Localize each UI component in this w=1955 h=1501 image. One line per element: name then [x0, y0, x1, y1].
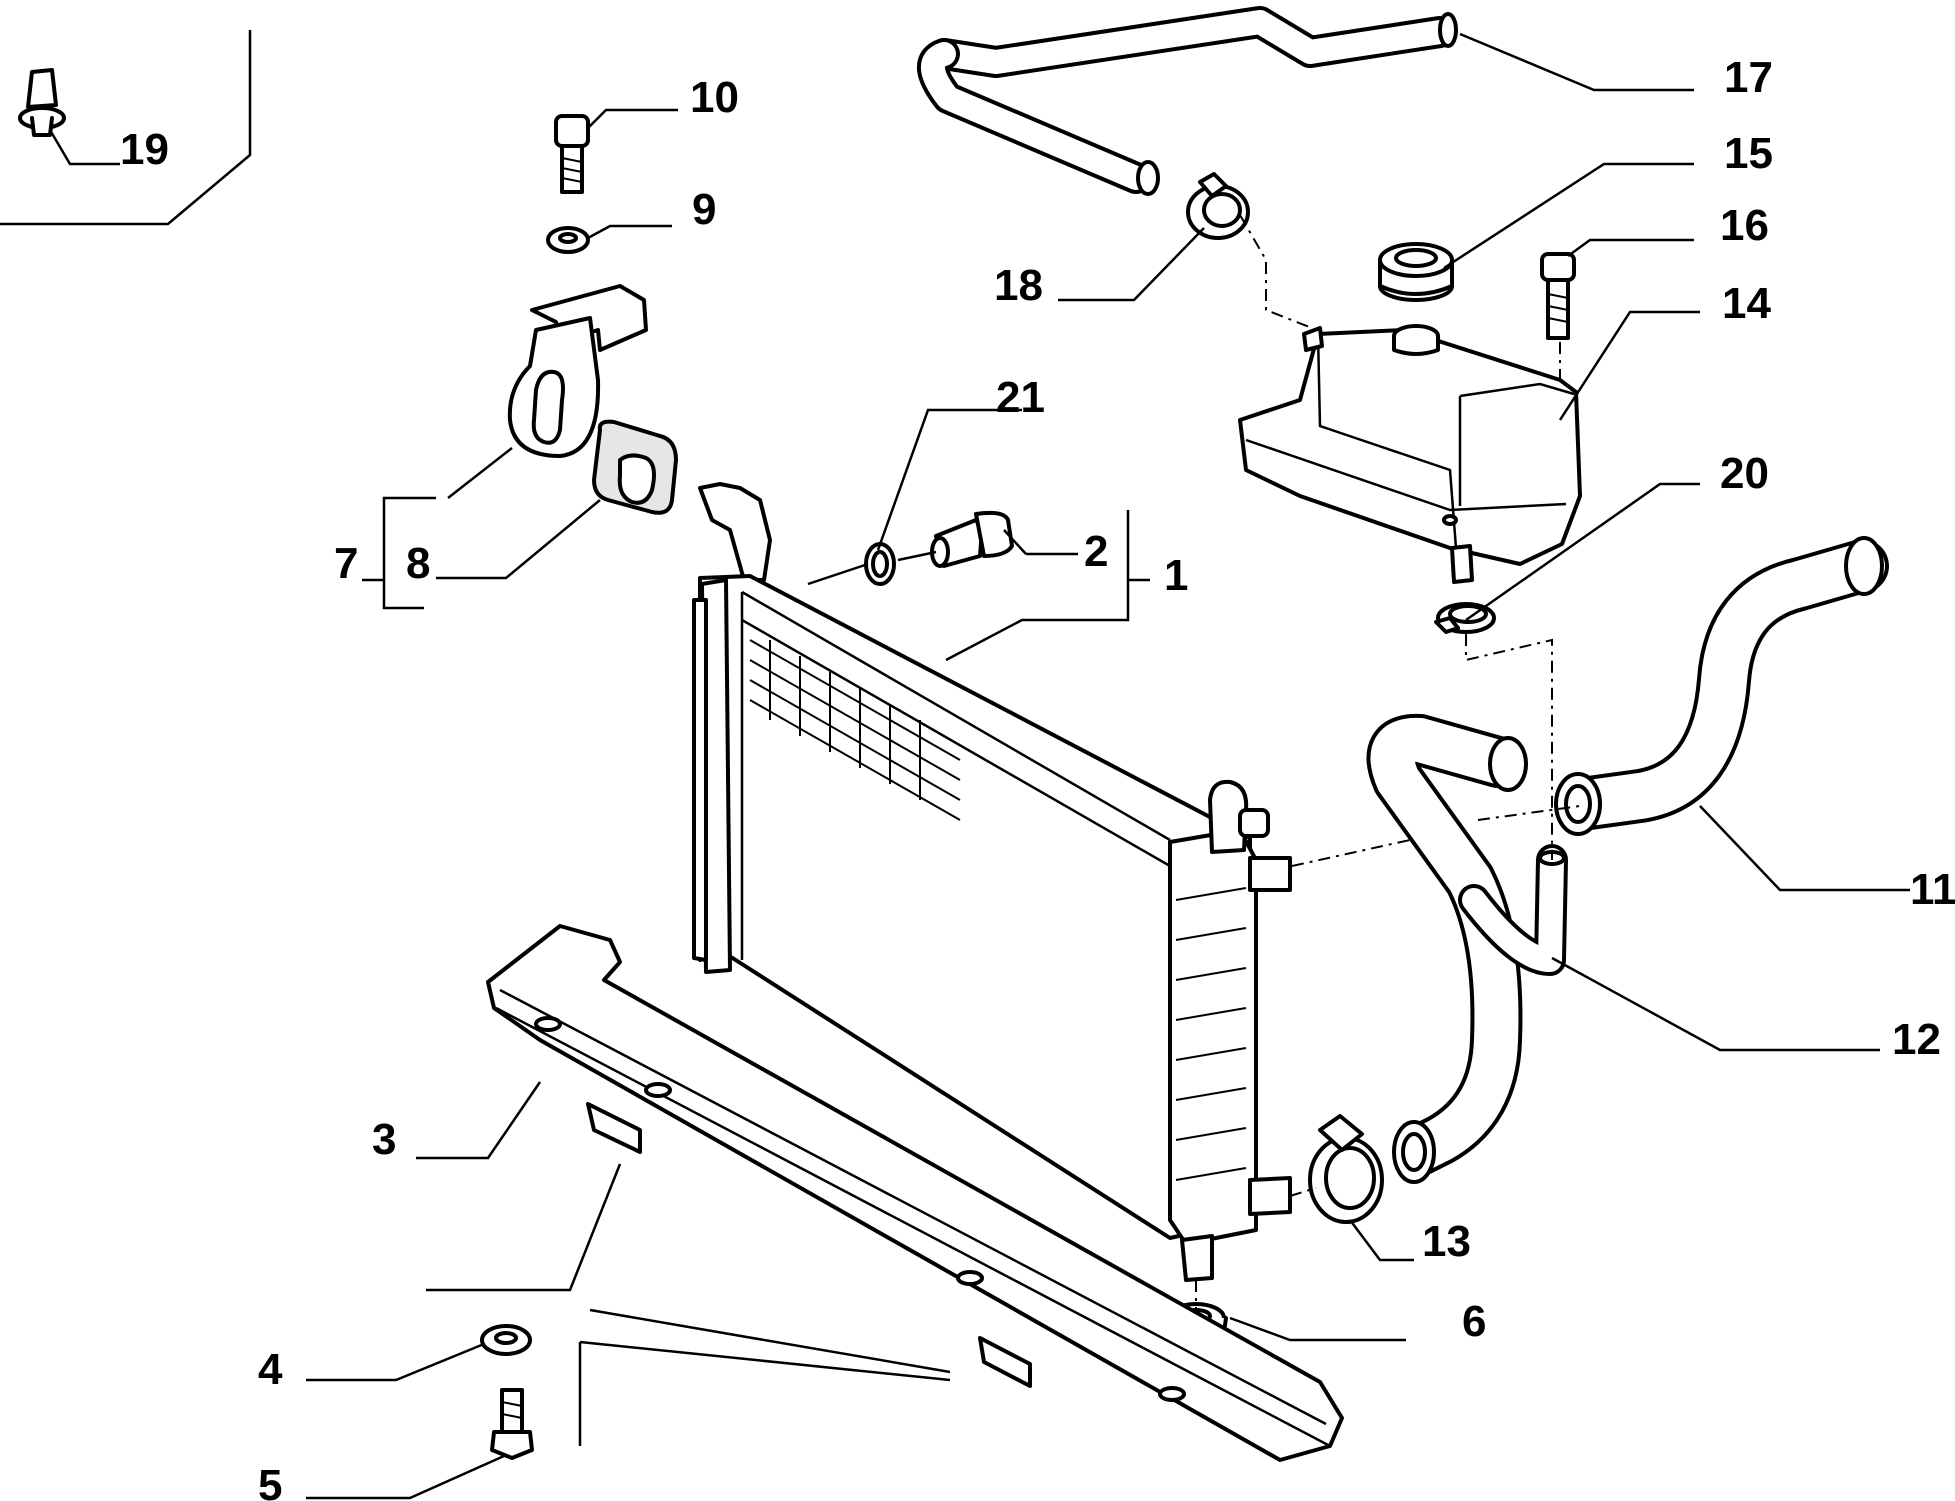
callout-20: 20	[1720, 449, 1769, 498]
part-13-clamp	[1308, 1114, 1384, 1224]
callout-11: 11	[1910, 865, 1955, 914]
callout-5: 5	[258, 1461, 282, 1501]
callout-16: 16	[1720, 201, 1769, 250]
part-2-sensor	[930, 510, 1014, 568]
callout-6: 6	[1462, 1297, 1486, 1346]
callout-9: 9	[692, 185, 716, 234]
callout-14: 14	[1722, 279, 1771, 328]
part-9-washer	[546, 226, 590, 254]
inset-frame	[0, 30, 252, 226]
part-5-bolt	[490, 1388, 534, 1460]
callout-8: 8	[406, 539, 430, 588]
part-8-grommet	[592, 419, 678, 515]
callout-1: 1	[1164, 551, 1188, 600]
part-19-clip	[18, 68, 66, 137]
part-16-screw	[1540, 252, 1576, 340]
part-7-bracket	[507, 284, 648, 458]
part-4-washer	[480, 1324, 532, 1356]
callout-19: 19	[120, 125, 169, 174]
callout-3: 3	[372, 1115, 396, 1164]
part-20-clamp	[1434, 602, 1496, 634]
callout-18: 18	[994, 261, 1043, 310]
part-3-crossmember	[486, 924, 1344, 1462]
connection-lines	[807, 214, 1581, 1310]
part-12-hose	[1366, 713, 1568, 1184]
part-10-bolt	[554, 114, 590, 194]
part-21-oring	[864, 542, 896, 586]
callout-10: 10	[690, 73, 739, 122]
callout-15: 15	[1724, 129, 1773, 178]
part-18-clamp	[1186, 172, 1250, 240]
callout-21: 21	[996, 373, 1045, 422]
part-17-hose	[917, 6, 1458, 196]
callout-12: 12	[1892, 1015, 1941, 1064]
callout-2: 2	[1084, 527, 1108, 576]
part-15-cap	[1378, 242, 1454, 302]
callout-13: 13	[1422, 1217, 1471, 1266]
callout-4: 4	[258, 1345, 283, 1394]
part-11-hose	[1554, 536, 1889, 836]
part-14-tank	[1238, 324, 1582, 584]
callout-7: 7	[334, 539, 358, 588]
callout-labels: 1 2 3 4 5 6 7 8 9 10 11 12 13 14 15 16 1…	[120, 53, 1955, 1501]
leader-lines	[48, 32, 1910, 1500]
part-1-radiator	[692, 482, 1292, 1282]
callout-17: 17	[1724, 53, 1773, 102]
